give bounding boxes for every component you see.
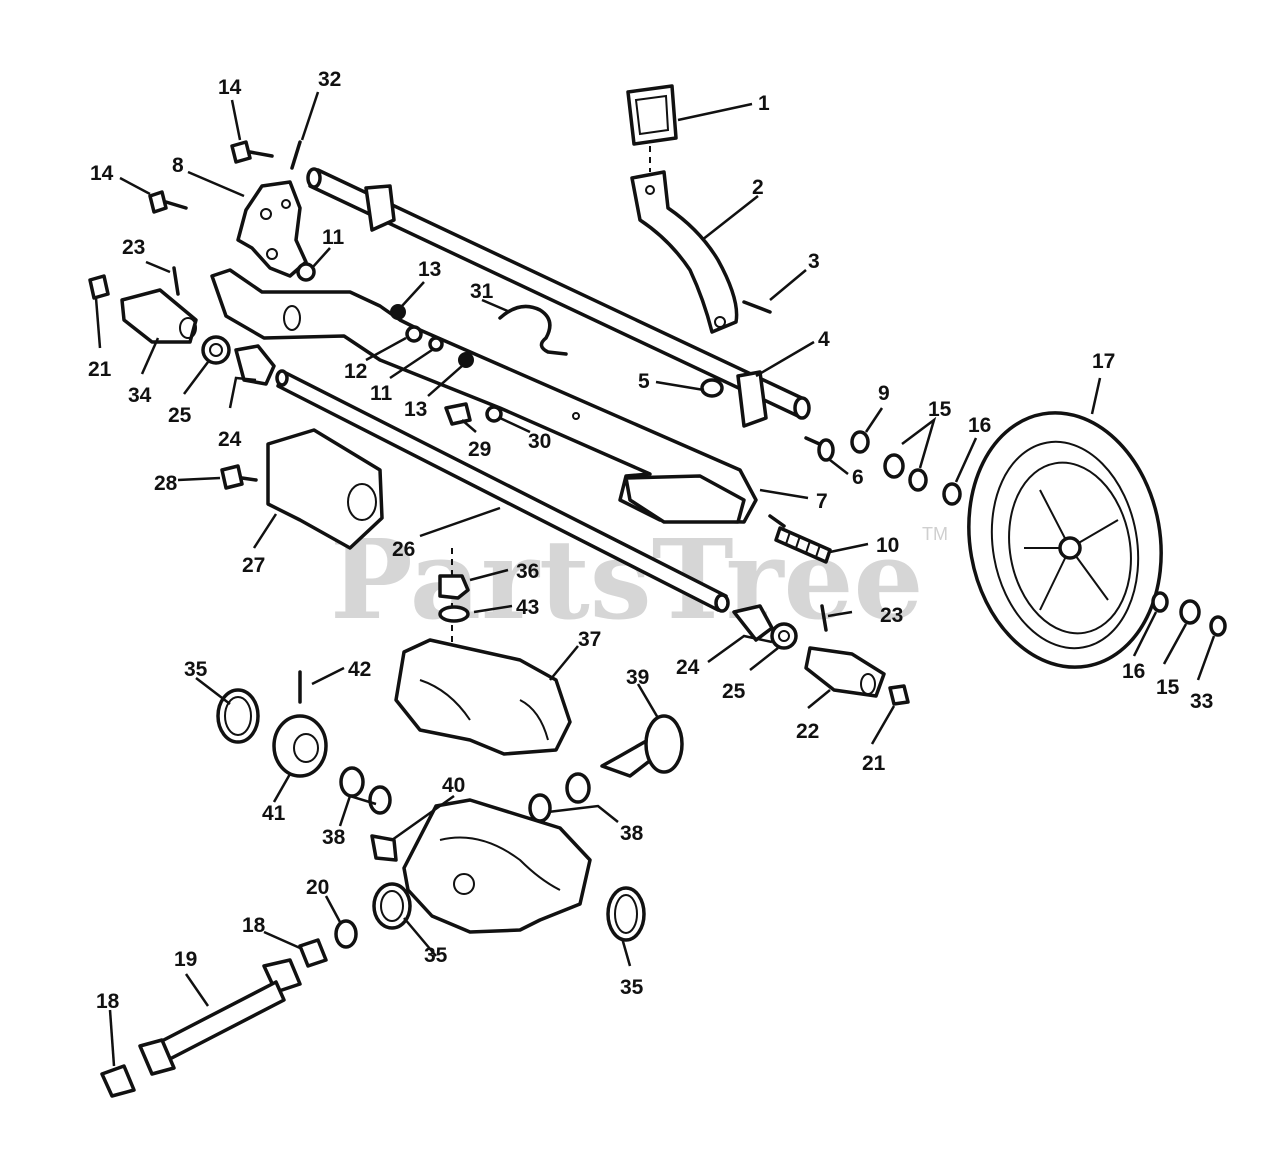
part-31-clip — [498, 304, 568, 356]
callout-11-lower: 11 — [370, 382, 393, 405]
callout-34: 34 — [128, 384, 152, 407]
callout-labels: 1 2 3 4 5 6 7 8 9 10 11 11 12 13 13 14 1… — [88, 68, 1213, 1013]
callout-22: 22 — [796, 720, 819, 743]
callout-12: 12 — [344, 360, 367, 383]
callout-7: 7 — [816, 490, 828, 513]
callout-24-right: 24 — [676, 656, 700, 679]
callout-8: 8 — [172, 154, 184, 177]
callout-32: 32 — [318, 68, 341, 91]
callout-19: 19 — [174, 948, 197, 971]
callout-35-left: 35 — [184, 658, 208, 681]
part-hardware-12-13 — [390, 304, 474, 368]
callout-14-upper: 14 — [218, 76, 242, 99]
part-17-wheel — [967, 411, 1163, 669]
callout-42: 42 — [348, 658, 371, 681]
callout-4: 4 — [818, 328, 830, 351]
callout-5: 5 — [638, 370, 650, 393]
callout-27: 27 — [242, 554, 265, 577]
part-6-bolt — [804, 436, 835, 462]
callout-10: 10 — [876, 534, 899, 557]
callout-17: 17 — [1092, 350, 1115, 373]
callout-23-right: 23 — [880, 604, 903, 627]
callout-6: 6 — [852, 466, 864, 489]
callout-13-upper: 13 — [418, 258, 441, 281]
part-19-axle — [138, 958, 302, 1076]
callout-43: 43 — [516, 596, 539, 619]
callout-29: 29 — [468, 438, 491, 461]
part-1-pad — [626, 84, 678, 172]
part-right-hub-assembly — [732, 604, 910, 706]
callout-28: 28 — [154, 472, 178, 495]
callout-23-left: 23 — [122, 236, 145, 259]
callout-16-lower: 16 — [1122, 660, 1145, 683]
callout-18-lower: 18 — [96, 990, 120, 1013]
callout-18-upper: 18 — [242, 914, 266, 937]
callout-33: 33 — [1190, 690, 1213, 713]
callout-30: 30 — [528, 430, 551, 453]
callout-38-right: 38 — [620, 822, 644, 845]
part-shaft-upper — [306, 167, 811, 428]
callout-25-right: 25 — [722, 680, 746, 703]
callout-35-right: 35 — [620, 976, 644, 999]
callout-41: 41 — [262, 802, 286, 825]
callout-20: 20 — [306, 876, 329, 899]
part-7-frame — [210, 268, 758, 524]
callout-40: 40 — [442, 774, 465, 797]
callout-15-upper: 15 — [928, 398, 952, 421]
callout-21-left: 21 — [88, 358, 112, 381]
callout-35-middle: 35 — [424, 944, 448, 967]
part-2-pedal-arm — [630, 170, 739, 334]
part-29-30 — [444, 402, 503, 426]
part-3-pin — [742, 300, 772, 314]
part-11-washer — [296, 262, 316, 282]
part-37-gear-case-upper — [394, 638, 572, 756]
part-40-gear-case-lower — [370, 798, 592, 934]
callout-37: 37 — [578, 628, 601, 651]
callout-15-lower: 15 — [1156, 676, 1180, 699]
part-39-gear-shaft — [600, 714, 684, 778]
callout-1: 1 — [758, 92, 770, 115]
callout-2: 2 — [752, 176, 764, 199]
callout-25-left: 25 — [168, 404, 192, 427]
callout-26: 26 — [392, 538, 415, 561]
part-14-bolts — [148, 140, 274, 214]
part-18-block — [100, 1064, 136, 1098]
part-20-18-hardware — [298, 919, 358, 968]
part-left-hub-assembly — [88, 266, 276, 386]
callout-3: 3 — [808, 250, 820, 273]
watermark-text: PartsTree — [330, 515, 924, 644]
leader-lines — [94, 91, 1216, 1067]
callout-14-lower: 14 — [90, 162, 114, 185]
part-32-pin — [290, 140, 302, 170]
callout-39: 39 — [626, 666, 649, 689]
callout-16-upper: 16 — [968, 414, 991, 437]
callout-24-left: 24 — [218, 428, 242, 451]
part-27-cover — [266, 428, 384, 550]
part-5-bushing — [700, 378, 724, 398]
part-10-spring — [768, 514, 832, 564]
callout-36: 36 — [516, 560, 539, 583]
callout-21-right: 21 — [862, 752, 886, 775]
callout-13-lower: 13 — [404, 398, 427, 421]
part-28-bolt — [220, 464, 258, 490]
part-26-rod — [275, 369, 730, 613]
callout-11-upper: 11 — [322, 226, 345, 249]
callout-31: 31 — [470, 280, 494, 303]
part-8-bracket — [236, 180, 308, 278]
part-washers-right — [850, 430, 962, 506]
callout-9: 9 — [878, 382, 890, 405]
part-washers-wheel — [1151, 591, 1227, 637]
part-41-gear — [272, 714, 328, 778]
watermark-trademark: TM — [922, 524, 948, 544]
callout-38-left: 38 — [322, 826, 346, 849]
part-38-washers — [339, 766, 591, 823]
